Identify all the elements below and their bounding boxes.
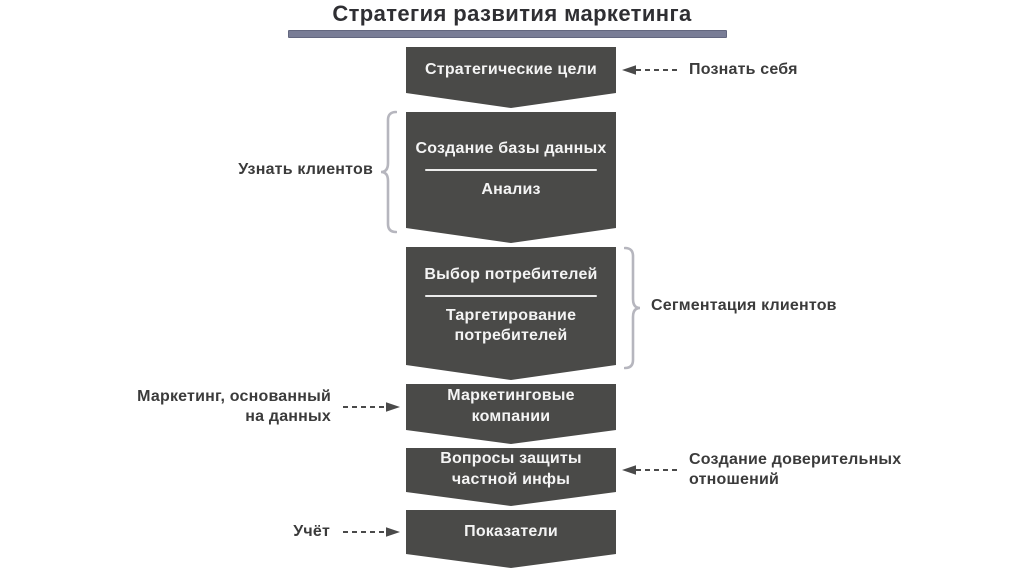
curly-brace-left-icon xyxy=(380,110,397,234)
dashed-arrow-left-icon xyxy=(622,465,679,475)
title-underline-bar xyxy=(288,30,727,38)
dashed-arrow-left-icon xyxy=(622,65,679,75)
flow-box-label-top: Создание базы данных xyxy=(415,140,607,158)
annotation-label: Познать себя xyxy=(689,60,798,78)
annotation-accounting: Учёт xyxy=(170,510,400,554)
annotation-segmentation: Сегментация клиентов xyxy=(651,247,837,365)
flow-box-strategic-goals: Стратегические цели xyxy=(406,47,616,108)
flow-box-label: Маркетинговые компании xyxy=(447,387,575,425)
flow-box-label: Показатели xyxy=(464,522,558,540)
flow-box-label-bottom: Анализ xyxy=(481,181,541,198)
annotation-label: Создание доверительных отношений xyxy=(689,450,902,488)
box-divider xyxy=(425,169,597,171)
page-title: Стратегия развития маркетинга xyxy=(332,1,692,26)
flow-box-metrics: Показатели xyxy=(406,510,616,568)
annotation-trust: Создание доверительных отношений xyxy=(622,448,924,492)
annotation-know-yourself: Познать себя xyxy=(622,47,798,93)
flow-box-privacy-questions: Вопросы защиты частной инфы xyxy=(406,448,616,506)
annotation-label: Учёт xyxy=(293,522,330,540)
flow-box-marketing-campaigns: Маркетинговые компании xyxy=(406,384,616,444)
flow-box-label: Стратегические цели xyxy=(425,60,597,78)
flow-box-database-analysis: Создание базы данных Анализ xyxy=(406,112,616,243)
flow-box-label-bottom: Таргетирование потребителей xyxy=(445,306,577,345)
flow-box-label-top: Выбор потребителей xyxy=(424,265,598,283)
annotation-label: Узнать клиентов xyxy=(238,160,373,178)
annotation-know-clients: Узнать клиентов xyxy=(238,112,373,228)
box-divider xyxy=(425,295,597,297)
flow-box-consumer-selection: Выбор потребителей Таргетирование потреб… xyxy=(406,247,616,380)
dashed-arrow-right-icon xyxy=(343,402,400,412)
flow-box-label: Вопросы защиты частной инфы xyxy=(440,450,582,488)
annotation-label: Сегментация клиентов xyxy=(651,296,837,314)
annotation-data-driven: Маркетинг, основанный на данных xyxy=(115,384,400,430)
curly-brace-right-icon xyxy=(624,246,641,370)
dashed-arrow-right-icon xyxy=(343,527,400,537)
annotation-label: Маркетинг, основанный на данных xyxy=(137,387,331,425)
